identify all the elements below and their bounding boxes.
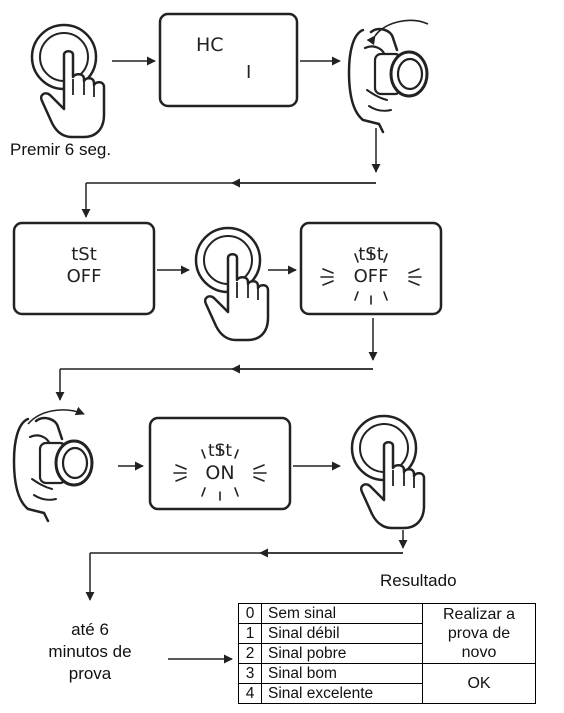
action-ok: OK xyxy=(422,663,536,704)
table-row: 4 Sinal excelente xyxy=(238,683,536,704)
display-tst-off xyxy=(12,221,156,316)
display-tst-on-line1: tSt xyxy=(207,441,233,461)
wait-caption-line3: prova xyxy=(68,664,112,683)
row-label: Sinal excelente xyxy=(261,683,423,704)
display-tst-off-blink-line2: OFF xyxy=(353,266,389,287)
row-number: 1 xyxy=(238,623,262,644)
display-tst-on-line2: ON xyxy=(205,462,235,484)
knob-turn-clockwise-icon xyxy=(12,416,94,523)
step1-caption: Premir 6 seg. xyxy=(10,140,112,159)
action-retry-line2: prova de xyxy=(447,625,511,642)
table-row: 0 Sem sinal Realizar a prova de novo xyxy=(238,603,536,664)
display-tst-on-blinking xyxy=(148,416,292,511)
row-number: 4 xyxy=(238,683,262,704)
row-number: 2 xyxy=(238,643,262,664)
display-hc-line2: I xyxy=(246,62,252,83)
row-label: Sinal bom xyxy=(261,663,423,684)
display-tst-off-blink-line1: tSt xyxy=(358,244,384,265)
button-press-icon xyxy=(30,23,106,139)
button-press-icon xyxy=(194,226,270,342)
row-label: Sinal pobre xyxy=(261,643,423,664)
row-number: 3 xyxy=(238,663,262,684)
row-label: Sinal débil xyxy=(261,623,423,644)
row-number: 0 xyxy=(238,603,262,624)
wait-caption: até 6 minutos de prova xyxy=(28,619,152,685)
display-tst-off-line1: tSt xyxy=(71,244,97,265)
row-label: Sem sinal xyxy=(261,603,423,624)
wait-caption-line2: minutos de xyxy=(48,642,132,661)
table-row: 1 Sinal débil xyxy=(238,623,536,644)
action-retry-line3: novo xyxy=(461,644,497,661)
display-tst-off-line2: OFF xyxy=(66,266,102,287)
display-hc-line1: HC xyxy=(196,34,224,56)
table-row: 3 Sinal bom OK xyxy=(238,663,536,704)
action-retry: Realizar a prova de novo xyxy=(422,603,536,664)
result-table: 0 Sem sinal Realizar a prova de novo 1 S… xyxy=(238,603,536,704)
display-tst-off-blinking xyxy=(299,221,443,316)
rotate-ccw-arrow-icon xyxy=(366,19,429,46)
action-retry-line1: Realizar a xyxy=(442,606,516,623)
knob-turn-counterclockwise-icon xyxy=(347,27,429,134)
wait-caption-line1: até 6 xyxy=(71,620,109,639)
result-title: Resultado xyxy=(380,571,457,590)
rotate-cw-arrow-icon xyxy=(27,406,85,425)
display-hc xyxy=(158,12,299,108)
button-press-icon xyxy=(350,414,426,530)
